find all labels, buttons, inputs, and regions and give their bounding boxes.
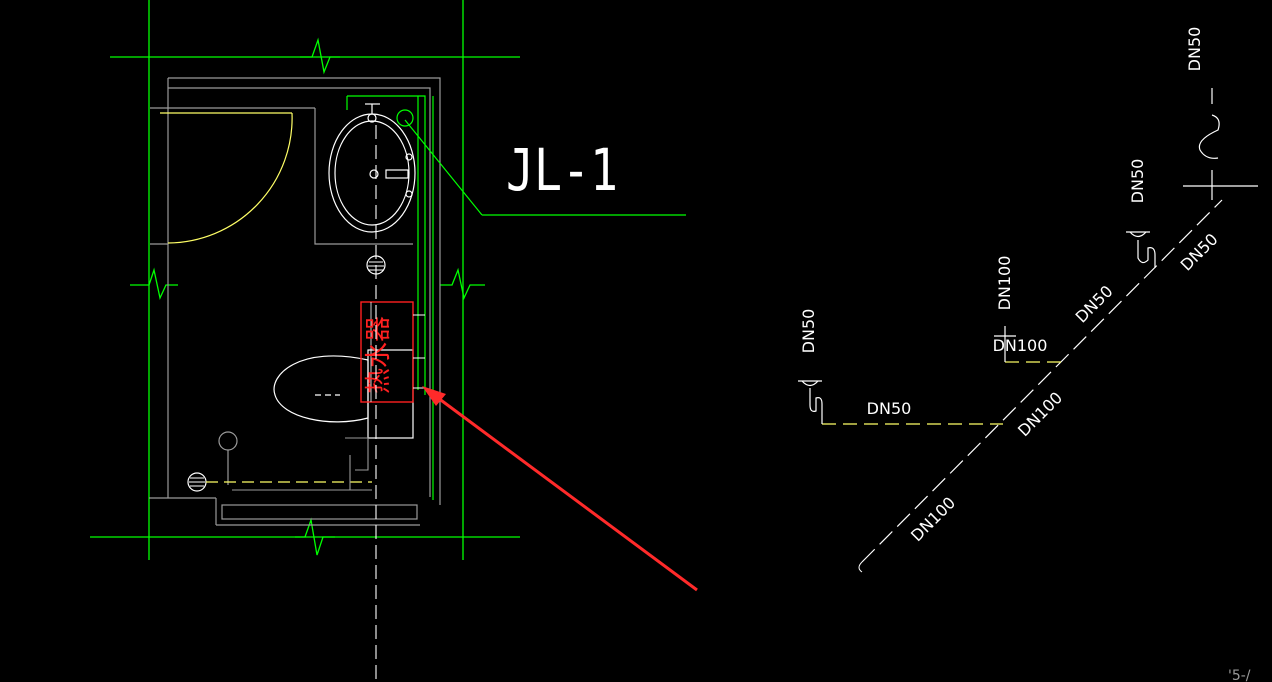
main-diagonal-pipe (861, 199, 1223, 563)
label-dn50-left-vert: DN50 (799, 309, 818, 354)
supply-pipes (346, 95, 686, 500)
valves (413, 314, 425, 389)
shower-head (218, 431, 238, 485)
water-heater-label: 热水器 (364, 316, 394, 394)
label-dn50-top: DN50 (1185, 27, 1204, 72)
label-dn100-horiz: DN100 (993, 336, 1048, 355)
label-dn100-vert: DN100 (995, 256, 1014, 311)
wall-lines (90, 0, 520, 560)
label-dn50-upper-mid: DN50 (1128, 159, 1147, 204)
water-heater (360, 301, 414, 403)
grey-fittings (232, 437, 372, 491)
wash-basin (328, 103, 416, 233)
riser-label-jl1: JL-1 (506, 136, 618, 204)
label-dn50-horiz: DN50 (867, 399, 912, 418)
vent-stack (1183, 88, 1258, 200)
inner-walls (149, 77, 441, 526)
red-annotation-arrow (422, 386, 698, 592)
pipe-end-cap (858, 561, 863, 573)
p-trap-left (798, 380, 823, 424)
p-trap-right (1126, 231, 1156, 268)
edge-text-fragment: '5-/ (1228, 668, 1251, 682)
bathroom-floor-plan: 热水器 JL-1 (90, 0, 686, 682)
door-swing (160, 112, 293, 244)
dn100-fitting (994, 326, 1016, 362)
